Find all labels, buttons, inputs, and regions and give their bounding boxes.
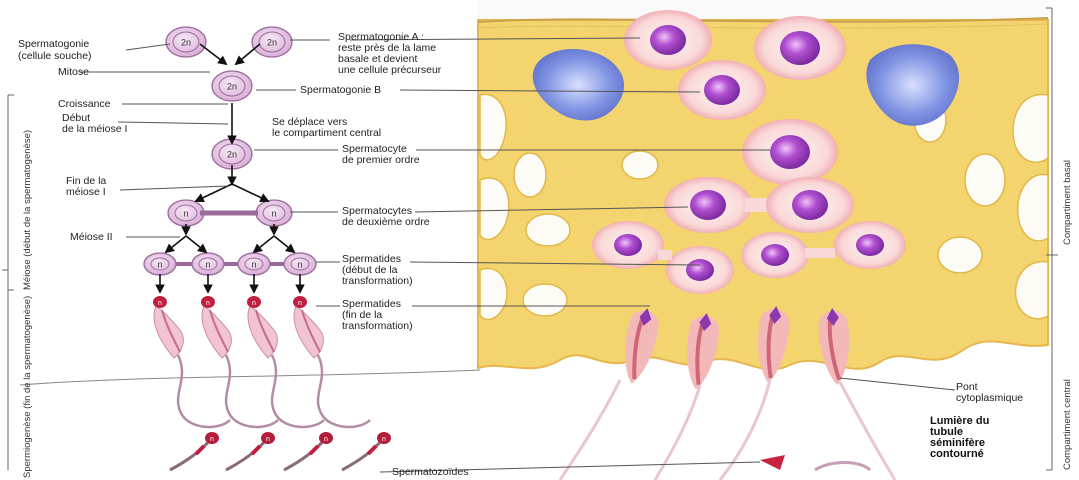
schem-spermatozoon: n <box>342 432 391 470</box>
label-pont: Pont cytoplasmique <box>956 381 1023 404</box>
spermatozoon-free <box>760 455 785 470</box>
schem-cell-spermatid-4: n <box>284 253 316 275</box>
schem-cell-spermatocyte-1: 2n <box>212 139 252 169</box>
vlabel-meiose: Méiose (début de la spermatogenèse) <box>22 130 33 290</box>
label-spermatogonie-souche: Spermatogonie (cellule souche) <box>18 38 92 62</box>
ploidy-label: n <box>297 260 302 270</box>
ploidy-label: 2n <box>227 82 237 92</box>
ploidy-label: n <box>205 260 210 270</box>
svg-text:n: n <box>298 300 302 307</box>
schem-spermatozoon: n <box>170 432 219 470</box>
label-debut-meiose: Début de la méiose I <box>62 112 127 135</box>
label-se-deplace: Se déplace vers le compartiment central <box>272 116 381 139</box>
label-spermatides-fin: Spermatides (fin de la transformation) <box>342 298 413 332</box>
ploidy-label: n <box>251 260 256 270</box>
svg-text:n: n <box>382 436 386 443</box>
ploidy-label: n <box>183 209 188 219</box>
schem-cell-spermatogonie-b: 2n <box>212 71 252 101</box>
schem-cell-spermatid-2: n <box>192 253 224 275</box>
ploidy-label: 2n <box>181 38 191 48</box>
svg-text:n: n <box>158 300 162 307</box>
tissue-illustration <box>478 0 1058 480</box>
vlabel-comp-basal: Compartiment basal <box>1062 160 1073 245</box>
schem-cell-souche: 2n <box>166 27 206 57</box>
schematic: 2n 2n 2n 2n n n n n n n n n n n n n n n <box>2 27 480 470</box>
ploidy-label: n <box>271 209 276 219</box>
schem-late-spermatid: n <box>247 296 324 427</box>
label-mitose: Mitose <box>58 66 89 78</box>
vlabel-spermiogenese: Spermiogenèse (fin de la spermatogenèse) <box>22 296 33 478</box>
schem-cell-spermatocyte-2a: n <box>168 200 204 226</box>
label-spermatocytes-2: Spermatocytes de deuxième ordre <box>342 205 430 228</box>
vlabel-comp-central: Compartiment central <box>1062 379 1073 470</box>
schem-cell-spermatid-1: n <box>144 253 176 275</box>
svg-text:n: n <box>252 300 256 307</box>
label-meiose-2: Méiose II <box>70 231 113 243</box>
label-spermatides-debut: Spermatides (début de la transformation) <box>342 253 413 287</box>
schem-cell-spermatid-3: n <box>238 253 270 275</box>
label-spermatozoides: Spermatozoïdes <box>392 466 468 478</box>
label-spermatocyte-1: Spermatocyte de premier ordre <box>342 143 420 166</box>
label-spermatogonie-a: Spermatogonie A : reste près de la lame … <box>338 31 442 76</box>
label-spermatogonie-b: Spermatogonie B <box>300 84 381 96</box>
schem-cell-spermatocyte-2b: n <box>256 200 292 226</box>
svg-text:n: n <box>266 436 270 443</box>
label-lumiere: Lumière du tubule séminifère contourné <box>930 415 992 460</box>
svg-text:n: n <box>210 436 214 443</box>
label-croissance: Croissance <box>58 98 111 110</box>
schem-cell-spermatogonie-a: 2n <box>252 27 292 57</box>
svg-text:n: n <box>324 436 328 443</box>
schem-late-spermatid: n <box>201 296 278 427</box>
schem-spermatozoon: n <box>226 432 275 470</box>
svg-text:n: n <box>206 300 210 307</box>
ploidy-label: 2n <box>227 150 237 160</box>
ploidy-label: 2n <box>267 38 277 48</box>
schem-spermatozoon: n <box>284 432 333 470</box>
schem-late-spermatid: n <box>153 296 230 427</box>
ploidy-label: n <box>157 260 162 270</box>
label-fin-meiose: Fin de la méiose I <box>66 175 109 198</box>
